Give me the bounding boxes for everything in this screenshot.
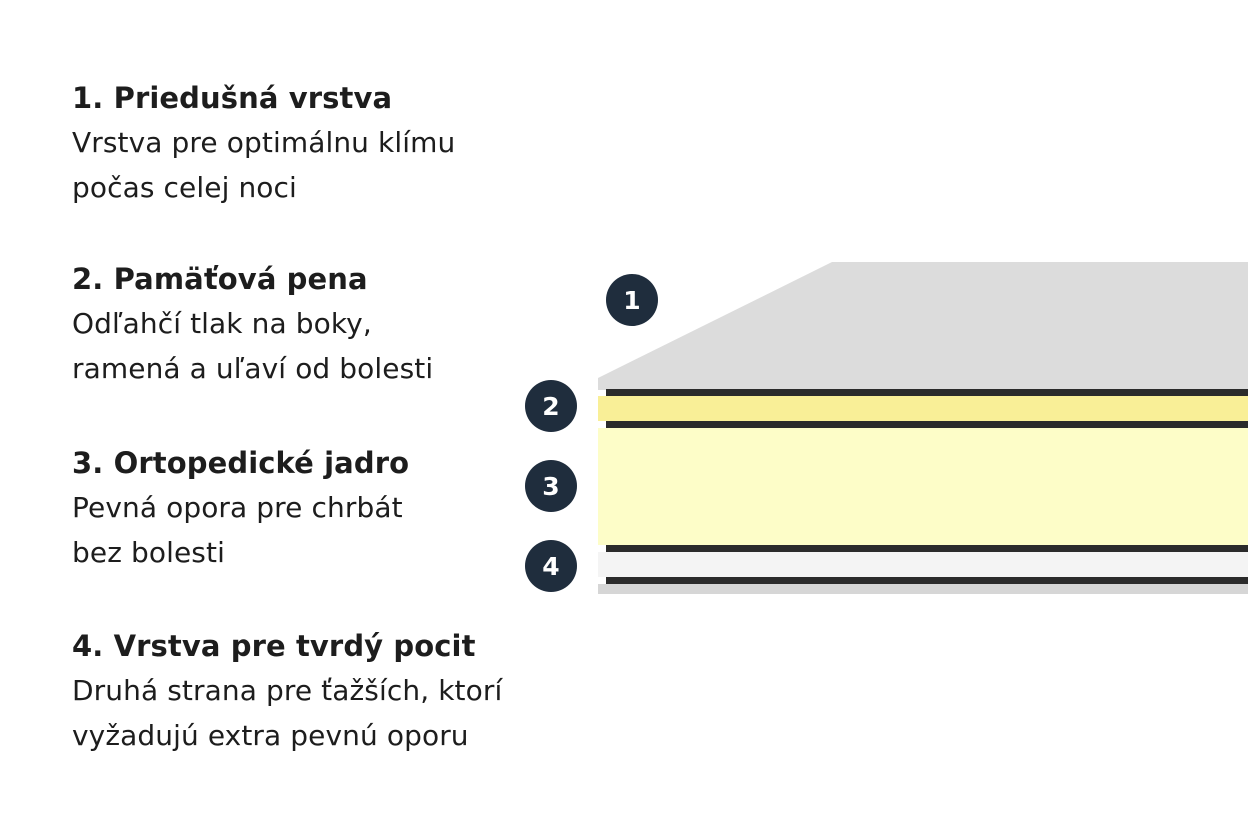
badge-2-number: 2 <box>542 392 559 421</box>
badge-2: 2 <box>525 380 577 432</box>
layer-1-desc-line-2: počas celej noci <box>72 171 297 204</box>
layer-4-hard-feel <box>598 552 1248 577</box>
layer-1-desc-line-1: Vrstva pre optimálnu klímu <box>72 126 456 159</box>
layer-4-description: 4. Vrstva pre tvrdý pocit Druhá strana p… <box>72 624 552 758</box>
layer-separator <box>606 421 1248 428</box>
badge-1-number: 1 <box>623 286 640 315</box>
layer-2-desc-line-1: Odľahčí tlak na boky, <box>72 307 372 340</box>
layer-3-title: 3. Ortopedické jadro <box>72 446 410 480</box>
mattress-bottom-edge <box>598 584 1248 594</box>
badge-1: 1 <box>606 274 658 326</box>
layer-3-orthopedic-core <box>598 428 1248 545</box>
layer-2-title: 2. Pamäťová pena <box>72 262 368 296</box>
layer-1-description: 1. Priedušná vrstva Vrstva pre optimálnu… <box>72 76 552 210</box>
layer-3-description: 3. Ortopedické jadro Pevná opora pre chr… <box>72 441 552 575</box>
layer-separator <box>606 577 1248 584</box>
layer-separator <box>606 389 1248 396</box>
layer-4-desc-line-1: Druhá strana pre ťažších, ktorí <box>72 674 503 707</box>
badge-4-number: 4 <box>542 552 559 581</box>
badge-3-number: 3 <box>542 472 559 501</box>
layer-separator <box>606 545 1248 552</box>
layer-3-desc-line-1: Pevná opora pre chrbát <box>72 491 403 524</box>
badge-3: 3 <box>525 460 577 512</box>
layer-3-desc-line-2: bez bolesti <box>72 536 225 569</box>
layer-4-title: 4. Vrstva pre tvrdý pocit <box>72 629 476 663</box>
layer-2-memory-foam <box>598 396 1248 421</box>
layer-1-breathable <box>598 262 1248 390</box>
layer-1-title: 1. Priedušná vrstva <box>72 81 393 115</box>
layer-4-desc-line-2: vyžadujú extra pevnú oporu <box>72 719 469 752</box>
layer-2-description: 2. Pamäťová pena Odľahčí tlak na boky, r… <box>72 257 552 391</box>
badge-4: 4 <box>525 540 577 592</box>
layer-2-desc-line-2: ramená a uľaví od bolesti <box>72 352 434 385</box>
